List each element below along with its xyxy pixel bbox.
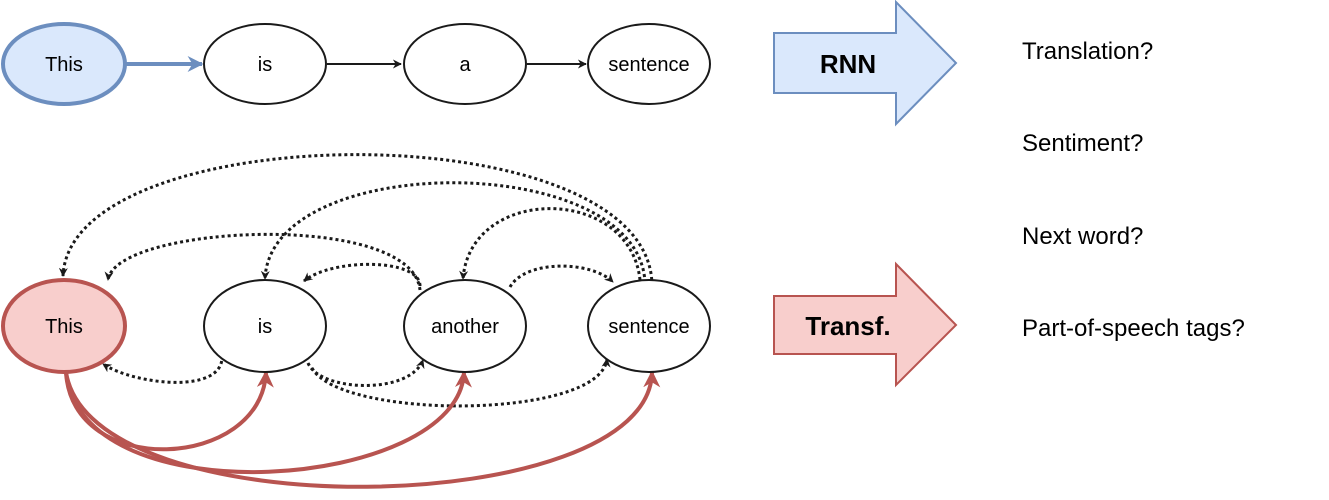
- transformer-block-arrow-shape: [773, 261, 958, 388]
- task-next-word: Next word?: [1022, 223, 1143, 250]
- transformer-node-sentence-label: sentence: [608, 316, 689, 338]
- attn-sentence-to-is: [260, 181, 647, 284]
- transformer-node-is-shape: [203, 279, 327, 373]
- rnn-node-is-label: is: [258, 54, 272, 76]
- attn-another-to-sentence: [508, 264, 615, 288]
- transformer-row: This is another sentence Transf.: [1, 153, 958, 489]
- rnn-node-this-label: This: [45, 54, 83, 76]
- attention-arcs-bottom: [102, 354, 611, 408]
- rnn-node-a-label: a: [459, 54, 471, 76]
- attn-another-to-this: [104, 232, 422, 291]
- rnn-block-arrow-shape: [773, 0, 958, 127]
- transformer-edges-from-this: [64, 370, 661, 489]
- attn-sentence-to-another: [459, 207, 642, 281]
- transformer-node-another: another: [403, 279, 527, 373]
- rnn-block-arrow: RNN: [773, 0, 958, 127]
- transformer-arrow-label: Transf.: [805, 311, 890, 341]
- transformer-edge-this-is: [64, 370, 274, 452]
- attn-is-to-sentence: [310, 358, 611, 408]
- transformer-node-another-label: another: [431, 316, 499, 338]
- transformer-node-this-shape: [1, 278, 127, 374]
- rnn-node-sentence-label: sentence: [608, 54, 689, 76]
- transformer-node-sentence: sentence: [587, 279, 711, 373]
- attention-arcs-top: [58, 153, 654, 291]
- rnn-row: This is a sentence RNN: [1, 0, 958, 127]
- attn-sentence-to-this: [58, 153, 654, 287]
- rnn-node-is-shape: [203, 23, 327, 105]
- rnn-node-this-shape: [1, 22, 127, 106]
- rnn-arrow-label: RNN: [820, 49, 876, 79]
- task-sentiment: Sentiment?: [1022, 130, 1143, 157]
- transformer-edge-this-sentence: [64, 370, 661, 489]
- rnn-node-this: This: [1, 22, 127, 106]
- transformer-node-is: is: [203, 279, 327, 373]
- attn-is-to-this: [102, 354, 224, 384]
- transformer-node-this-label: This: [45, 316, 83, 338]
- transformer-node-another-shape: [403, 279, 527, 373]
- task-pos-tags: Part-of-speech tags?: [1022, 315, 1245, 342]
- transformer-node-is-label: is: [258, 316, 272, 338]
- transformer-node-sentence-shape: [587, 279, 711, 373]
- attn-another-to-is: [303, 262, 422, 287]
- task-translation: Translation?: [1022, 38, 1153, 65]
- rnn-node-a-shape: [403, 23, 527, 105]
- rnn-node-sentence: sentence: [587, 23, 711, 105]
- rnn-node-sentence-shape: [587, 23, 711, 105]
- transformer-node-this: This: [1, 278, 127, 374]
- transformer-block-arrow: Transf.: [773, 261, 958, 388]
- rnn-node-a: a: [403, 23, 527, 105]
- transformer-edge-this-another: [64, 370, 472, 475]
- task-list: Translation? Sentiment? Next word? Part-…: [1022, 38, 1245, 342]
- rnn-node-is: is: [203, 23, 327, 105]
